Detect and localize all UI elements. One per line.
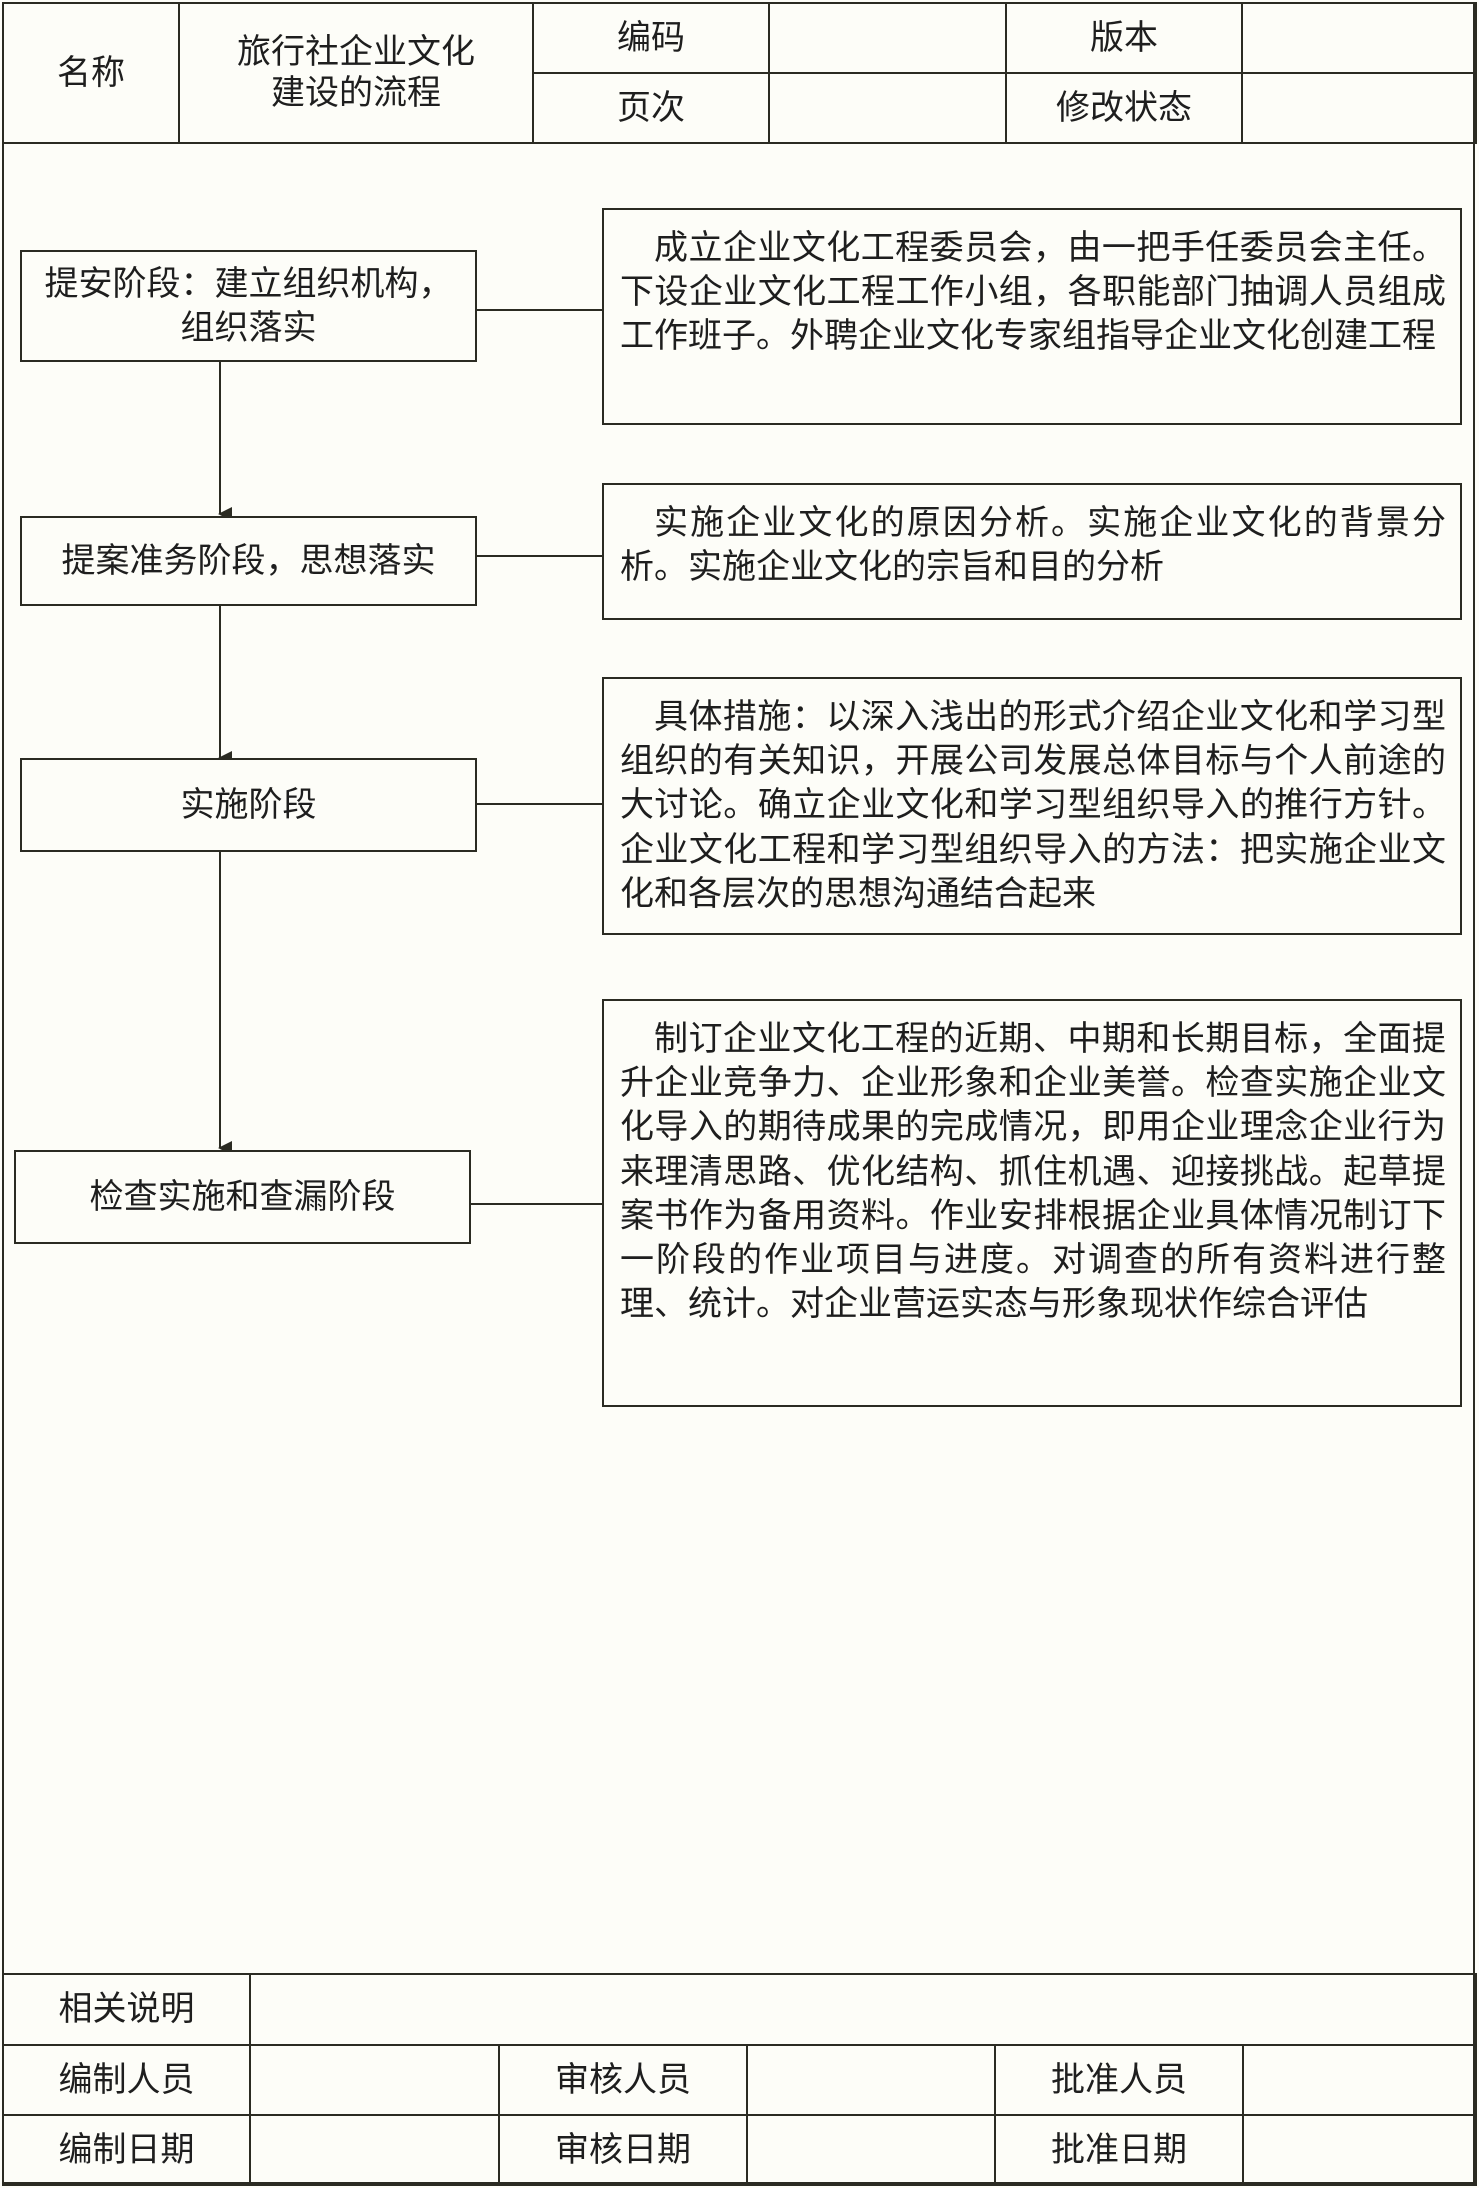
- stage-box-1: 提安阶段：建立组织机构，组织落实: [20, 250, 477, 362]
- stage-label-2: 提案准务阶段，思想落实: [61, 540, 436, 581]
- footer-table: 相关说明 编制人员 审核人员 批准人员 编制日期 审核日期 批准日期: [2, 1973, 1478, 2186]
- reviewer-value[interactable]: [746, 2044, 996, 2116]
- approver-label: 批准人员: [994, 2044, 1244, 2116]
- approve-date-value[interactable]: [1241, 2114, 1478, 2186]
- stage-label-1: 提安阶段：建立组织机构，组织落实: [44, 263, 453, 348]
- remarks-value[interactable]: [248, 1973, 1478, 2046]
- stage-box-2: 提案准务阶段，思想落实: [20, 516, 477, 606]
- page-value[interactable]: [768, 72, 1007, 144]
- editor-label: 编制人员: [2, 2044, 251, 2116]
- stage-note-2: 实施企业文化的原因分析。实施企业文化的背景分析。实施企业文化的宗旨和目的分析: [602, 483, 1462, 620]
- revision-value[interactable]: [1241, 72, 1477, 144]
- code-value[interactable]: [768, 2, 1007, 74]
- process-name: 旅行社企业文化建设的流程: [178, 2, 534, 144]
- edit-date-label: 编制日期: [2, 2114, 251, 2186]
- revision-label: 修改状态: [1005, 72, 1243, 144]
- process-name-text: 旅行社企业文化建设的流程: [237, 32, 475, 113]
- stage-box-4: 检查实施和查漏阶段: [14, 1150, 471, 1244]
- version-label: 版本: [1005, 2, 1243, 74]
- name-label: 名称: [2, 2, 180, 144]
- header-table: 名称 旅行社企业文化建设的流程 编码 版本 页次 修改状态: [2, 2, 1477, 144]
- stage-note-4: 制订企业文化工程的近期、中期和长期目标，全面提升企业竞争力、企业形象和企业美誉。…: [602, 999, 1462, 1407]
- review-date-value[interactable]: [746, 2114, 996, 2186]
- review-date-label: 审核日期: [498, 2114, 748, 2186]
- stage-label-4: 检查实施和查漏阶段: [89, 1176, 396, 1217]
- approve-date-label: 批准日期: [994, 2114, 1244, 2186]
- stage-box-3: 实施阶段: [20, 758, 477, 852]
- code-label: 编码: [532, 2, 770, 74]
- stage-note-3: 具体措施：以深入浅出的形式介绍企业文化和学习型组织的有关知识，开展公司发展总体目…: [602, 677, 1462, 935]
- page-label: 页次: [532, 72, 770, 144]
- stage-label-3: 实施阶段: [180, 784, 317, 825]
- remarks-label: 相关说明: [2, 1973, 251, 2046]
- editor-value[interactable]: [249, 2044, 500, 2116]
- version-value[interactable]: [1241, 2, 1477, 74]
- reviewer-label: 审核人员: [498, 2044, 748, 2116]
- approver-value[interactable]: [1241, 2044, 1478, 2116]
- stage-note-1: 成立企业文化工程委员会，由一把手任委员会主任。下设企业文化工程工作小组，各职能部…: [602, 208, 1462, 425]
- edit-date-value[interactable]: [249, 2114, 500, 2186]
